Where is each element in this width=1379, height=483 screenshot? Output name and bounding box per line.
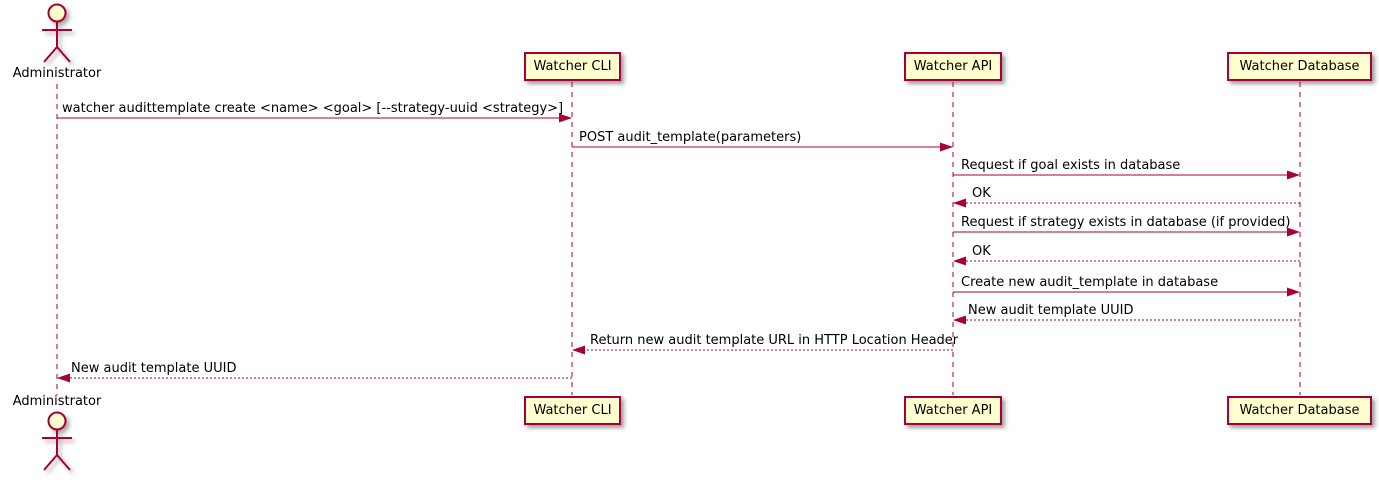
participant-watcher-cli-bottom: Watcher CLI (524, 396, 621, 425)
message-label-create-audittemplate: watcher audittemplate create <name> <goa… (62, 101, 564, 116)
message-label-create-audit-template-db: Create new audit_template in database (961, 275, 1219, 290)
message-label-new-audit-template-uuid-admin: New audit template UUID (71, 361, 237, 376)
actor-figure-top (42, 3, 72, 63)
message-arrow-8 (953, 315, 1300, 325)
message-label-post-audit-template: POST audit_template(parameters) (579, 130, 802, 145)
message-label-return-url-location-header: Return new audit template URL in HTTP Lo… (590, 333, 959, 348)
participant-watcher-api-bottom: Watcher API (904, 396, 1002, 425)
message-arrow-7 (953, 287, 1300, 297)
message-arrow-4 (953, 198, 1300, 208)
message-label-request-strategy-exists: Request if strategy exists in database (… (961, 215, 1291, 230)
message-arrow-1 (57, 113, 572, 123)
actor-label-administrator-bottom: Administrator (12, 394, 102, 409)
message-label-new-audit-template-uuid-db: New audit template UUID (968, 303, 1134, 318)
message-arrow-3 (953, 170, 1300, 180)
participant-watcher-cli-top: Watcher CLI (524, 52, 621, 81)
message-arrow-9 (572, 345, 953, 355)
message-arrow-5 (953, 227, 1300, 237)
participant-watcher-api-top: Watcher API (904, 52, 1002, 81)
message-label-ok-strategy: OK (972, 244, 991, 259)
actor-figure-bottom (42, 411, 72, 471)
message-arrow-6 (953, 256, 1300, 266)
actor-label-administrator-top: Administrator (12, 66, 102, 81)
participant-watcher-database-bottom: Watcher Database (1227, 396, 1372, 425)
participant-watcher-database-top: Watcher Database (1227, 52, 1372, 81)
message-arrow-10 (57, 373, 572, 383)
message-arrow-2 (572, 142, 953, 152)
message-label-request-goal-exists: Request if goal exists in database (961, 158, 1181, 173)
message-label-ok-goal: OK (972, 186, 991, 201)
